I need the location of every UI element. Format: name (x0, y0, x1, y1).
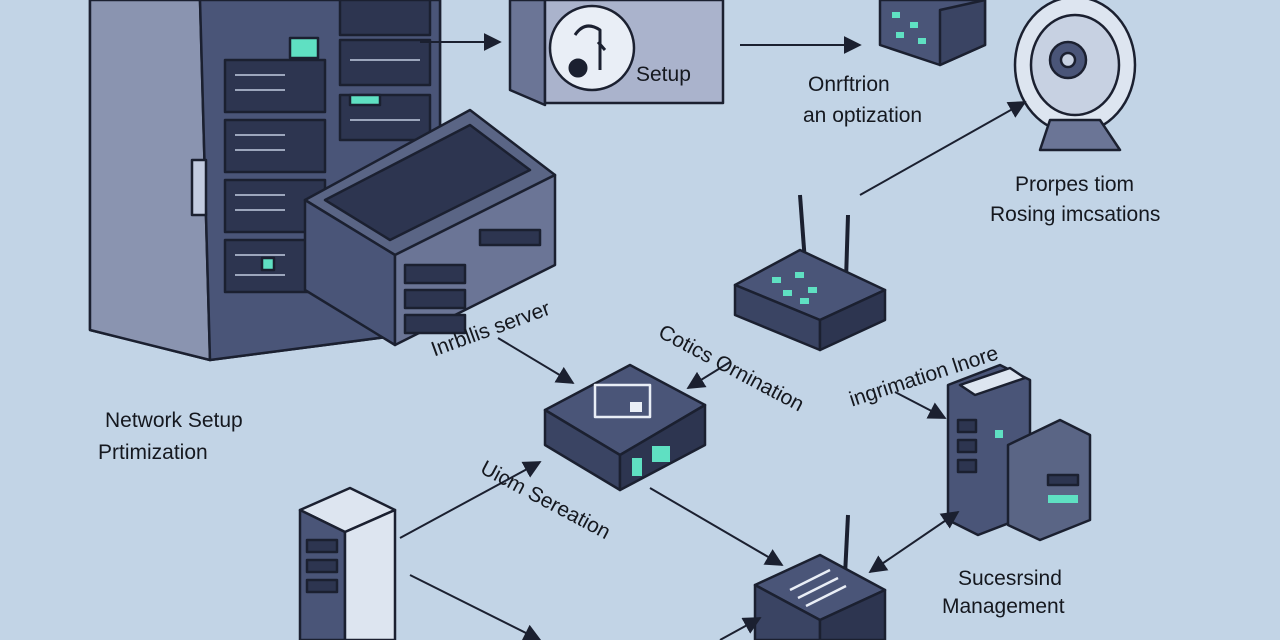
label-proper-line1: Prorpes tiom (1015, 173, 1135, 196)
music-note-icon (568, 24, 607, 78)
flow-arrows (399, 33, 1027, 640)
tower-server-icon (946, 363, 1092, 542)
label-network-line2: Prtimization (98, 441, 208, 464)
drawer-server-icon (303, 108, 557, 347)
label-network-line1: Network Setup (105, 409, 243, 432)
label-sucesrsind-line2: Management (942, 595, 1065, 618)
label-sucesrsind-line1: Sucesrsind (958, 567, 1062, 590)
bottom-router-icon (753, 514, 887, 640)
storage-cube-icon (878, 0, 987, 67)
label-onrftrion: Onrftrion (808, 73, 890, 96)
network-hub-icon (543, 363, 707, 492)
label-setup: Setup (636, 63, 691, 86)
gear-icon (1048, 40, 1088, 80)
gear-disc-icon (1013, 0, 1137, 152)
label-proper-line2: Rosing imcsations (990, 203, 1161, 226)
small-tower-icon (298, 486, 397, 640)
label-optimization: an optization (803, 104, 923, 127)
setup-box-icon (508, 0, 725, 107)
router-icon (733, 194, 887, 352)
